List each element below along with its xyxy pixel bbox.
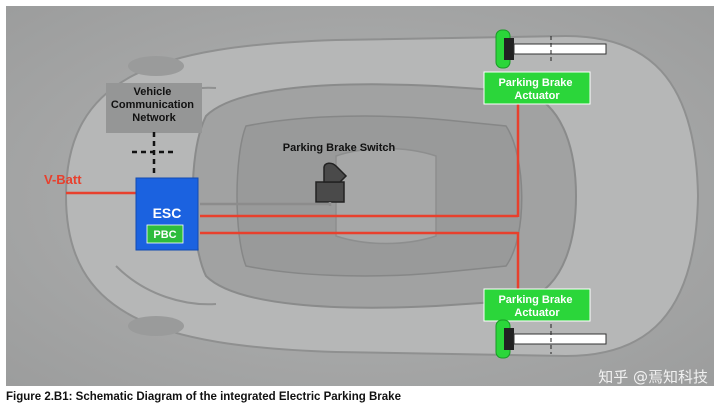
red-wire-bottom-actuator: [200, 231, 520, 291]
switch-label: Parking Brake Switch: [283, 142, 396, 154]
actuator-top-line1: Parking Brake: [498, 77, 572, 89]
red-wire-top-actuator: [200, 101, 520, 218]
esc-label: ESC: [153, 205, 182, 221]
actuator-top-label: Parking Brake Actuator: [498, 77, 575, 102]
actuator-bottom-line2: Actuator: [514, 307, 560, 319]
vcn-label: Vehicle Communication Network: [111, 86, 197, 124]
car-silhouette: [64, 34, 700, 358]
bottom-wheel-assembly: [495, 319, 607, 359]
network-cross-icon: [132, 132, 176, 176]
vbatt-label: V-Batt: [44, 172, 82, 187]
diagram-canvas: Vehicle Communication Network Parking Br…: [6, 6, 714, 386]
actuator-bottom-line1: Parking Brake: [498, 294, 572, 306]
vcn-box: [106, 83, 202, 133]
vcn-label-line1: Vehicle: [134, 86, 172, 98]
actuator-top-box: [483, 71, 591, 105]
actuator-bottom-label: Parking Brake Actuator: [498, 294, 575, 319]
pbc-label: PBC: [153, 229, 176, 241]
actuator-bottom-box: [483, 288, 591, 322]
watermark: 知乎 @焉知科技: [598, 368, 708, 386]
actuator-top-line2: Actuator: [514, 90, 560, 102]
gray-signal-wire: [200, 202, 332, 206]
vcn-label-line3: Network: [132, 112, 176, 124]
figure-caption: Figure 2.B1: Schematic Diagram of the in…: [6, 391, 401, 403]
pbc-module: [146, 224, 184, 244]
parking-brake-switch-icon: [315, 162, 348, 203]
vcn-label-line2: Communication: [111, 99, 194, 111]
top-wheel-assembly: [495, 29, 607, 69]
